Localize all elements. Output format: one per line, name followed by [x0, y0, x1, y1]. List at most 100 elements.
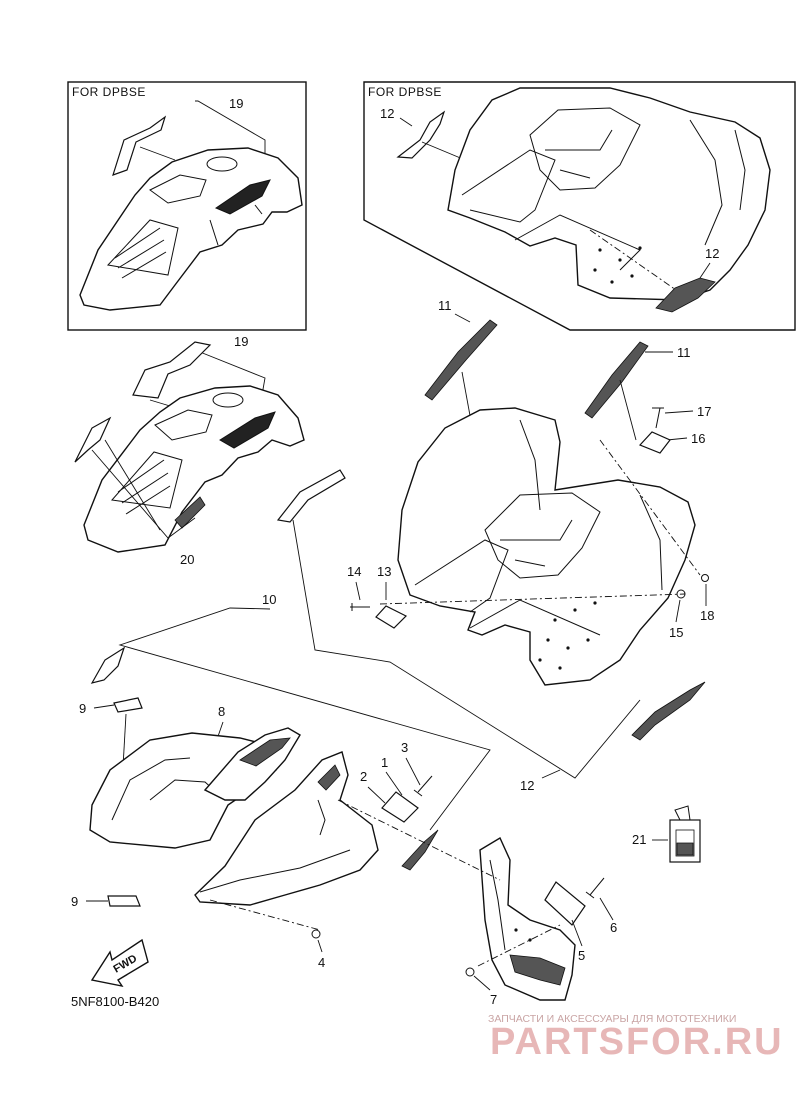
callout-1: 1 [381, 755, 388, 770]
fender-stripe [219, 411, 276, 449]
nut-15 [676, 589, 686, 599]
callout-12: 12 [380, 106, 394, 121]
leader-line [619, 379, 637, 441]
leader-line [292, 519, 641, 779]
leader-line [675, 599, 681, 623]
cover-edge [199, 849, 351, 893]
callout-11: 11 [677, 345, 691, 360]
assembly-line [477, 924, 561, 967]
yamaha-decal [107, 895, 141, 907]
cover-edge [317, 799, 326, 836]
leader-line [317, 939, 323, 953]
fender-vent-slats [114, 227, 167, 279]
leader-line [699, 262, 711, 279]
bolt-14 [350, 603, 370, 611]
front-cover-right [194, 751, 379, 906]
callout-21: 21 [632, 832, 646, 847]
plate-13 [375, 605, 408, 629]
nut-7 [465, 967, 475, 977]
watermark-tagline: ЗАПЧАСТИ И АКСЕССУАРЫ ДЛЯ МОТОТЕХНИКИ [488, 1013, 736, 1025]
callout-7: 7 [490, 992, 497, 1007]
leader-line [199, 351, 266, 396]
decal-12 [631, 681, 706, 741]
callout-17: 17 [697, 404, 711, 419]
decal-10 [90, 646, 126, 684]
leader-line [355, 581, 361, 601]
callout-10: 10 [262, 592, 276, 607]
leader-line [385, 771, 403, 796]
plate-5 [544, 881, 586, 926]
side-panel-decal [509, 954, 566, 986]
decal-20 [74, 416, 112, 463]
side-panel [479, 836, 576, 1001]
leader-line [599, 897, 614, 921]
bolt-3 [413, 775, 433, 797]
callout-9: 9 [79, 701, 86, 716]
fender-hole [212, 392, 244, 408]
decal-12 [276, 469, 346, 523]
callout-18: 18 [700, 608, 714, 623]
rear-fender [447, 87, 771, 301]
diagram-code: 5NF8100-B420 [71, 994, 159, 1009]
watermark-logo: PARTSFOR.RU [490, 1021, 784, 1063]
leader-line [571, 919, 583, 947]
leader-line [91, 449, 196, 539]
decal-19 [132, 341, 212, 399]
label-tag-strap [674, 805, 691, 821]
decal-19 [112, 115, 167, 176]
bolt-17 [652, 407, 664, 429]
leader-line [104, 439, 161, 531]
leader-line [454, 313, 471, 323]
rear-fender-tray-detail [500, 519, 573, 567]
decal-10 [401, 829, 439, 871]
rear-fender-edge [519, 419, 663, 591]
label-tag-21: 21 [632, 805, 701, 863]
callout-20: 20 [180, 552, 194, 567]
side-panel-edge [489, 859, 506, 951]
yamaha-decal [113, 697, 143, 713]
callout-15: 15 [669, 625, 683, 640]
rear-fender-rail [414, 539, 509, 613]
leader-line [367, 786, 386, 804]
leader-line [473, 975, 491, 991]
callout-14: 14 [347, 564, 361, 579]
decal-12 [655, 277, 716, 313]
callout-12: 12 [520, 778, 534, 793]
callout-4: 4 [318, 955, 325, 970]
side-cover-assembly: 10 9 8 3 1 2 9 4 [71, 592, 491, 970]
inset-rear-fender: FOR DPBSE 12 12 [363, 81, 796, 331]
callout-9: 9 [71, 894, 78, 909]
callout-12: 12 [705, 246, 719, 261]
callout-3: 3 [401, 740, 408, 755]
label-tag-print [676, 842, 694, 856]
nut-4 [311, 929, 321, 939]
cover-edge [111, 757, 191, 821]
cover-decal [317, 764, 341, 791]
fwd-arrow: FWD [90, 938, 149, 988]
leader-line [118, 607, 491, 831]
decal-12 [396, 110, 446, 159]
rear-fender-rail [514, 214, 641, 271]
rear-fender-edge [689, 119, 723, 246]
inset-frame [363, 81, 796, 331]
assembly-line [337, 799, 501, 881]
plate-16 [638, 431, 671, 454]
callout-2: 2 [360, 769, 367, 784]
rear-fender-holes [593, 246, 642, 284]
fender-vent [106, 219, 179, 276]
panel-decal [239, 737, 291, 767]
callout-19: 19 [234, 334, 248, 349]
watermark: ЗАПЧАСТИ И АКСЕССУАРЫ ДЛЯ МОТОТЕХНИКИ PA… [488, 1013, 784, 1063]
inset-front-fender: FOR DPBSE 19 [67, 81, 307, 331]
callout-11: 11 [438, 298, 452, 313]
fender-recess [154, 409, 213, 441]
inset-label: FOR DPBSE [72, 85, 146, 99]
bolt-6 [585, 877, 605, 899]
fender-hole [206, 156, 238, 172]
decal-11 [584, 341, 649, 419]
leader-line [541, 769, 561, 779]
rear-fender-tray [529, 107, 641, 191]
fender-stripe [214, 179, 271, 215]
rear-fender-tray-detail [545, 129, 613, 179]
